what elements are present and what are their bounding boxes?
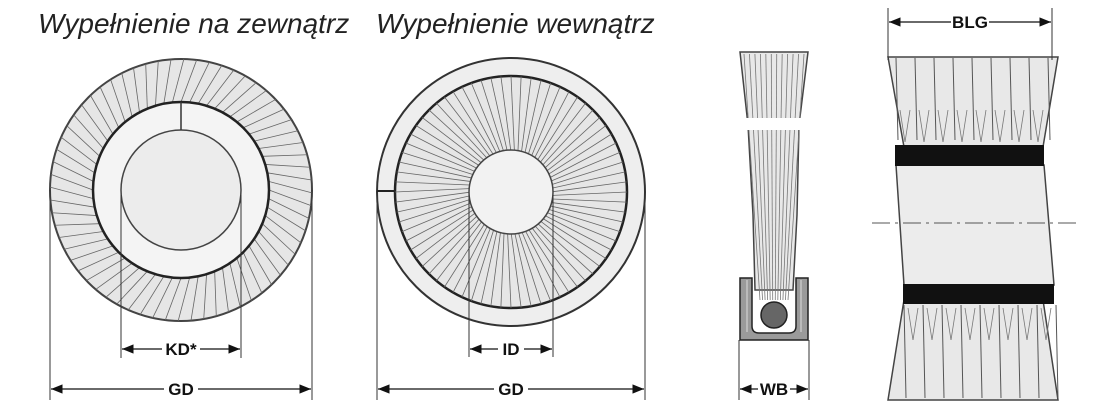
inside-fill-title: Wypełnienie wewnątrz: [376, 8, 655, 39]
side-bristle-lines: [895, 57, 1059, 399]
outer-bristle-rays: [49, 58, 313, 322]
id-label: ID: [503, 340, 520, 359]
gd-right-dimension: GD: [376, 192, 646, 400]
wb-dimension: WB: [738, 340, 810, 400]
inside-fill-brush: [376, 57, 646, 327]
lower-band: [903, 284, 1054, 304]
blg-label: BLG: [952, 13, 988, 32]
channel-profile: [738, 51, 810, 341]
wb-label: WB: [760, 380, 788, 399]
gd-right-label: GD: [498, 380, 524, 399]
upper-band: [895, 145, 1044, 166]
core-wire: [760, 301, 788, 329]
inner-bristle-rays: [394, 75, 628, 309]
blg-dimension: BLG: [887, 8, 1053, 60]
outside-fill-title: Wypełnienie na zewnątrz: [38, 8, 350, 39]
side-core: [895, 164, 1055, 286]
gd-left-label: GD: [168, 380, 194, 399]
gd-left-dimension: GD: [49, 190, 313, 400]
outside-fill-brush: [49, 58, 313, 322]
side-view-brush: [872, 56, 1080, 401]
profile-break: [738, 118, 810, 130]
kd-label: KD*: [165, 340, 197, 359]
profile-bristle-lines: [743, 53, 805, 301]
id-dimension: ID: [468, 195, 554, 359]
kd-dimension: KD*: [120, 195, 242, 359]
